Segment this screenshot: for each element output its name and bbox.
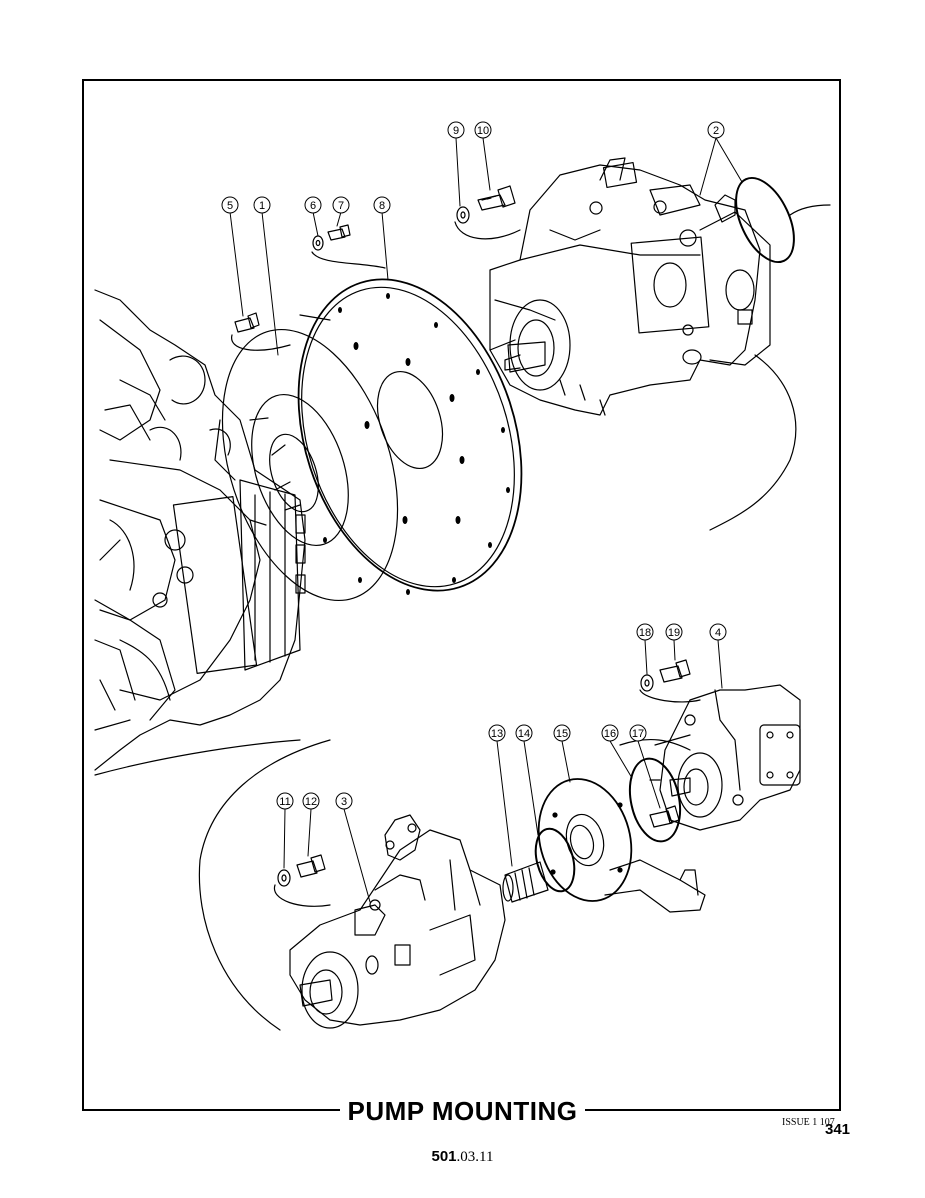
svg-text:18: 18 [639,627,651,639]
callout-8: 8 [373,196,391,214]
washer-part-11 [277,869,291,887]
diagram-title: PUMP MOUNTING [0,1093,925,1129]
callout-16: 16 [601,724,619,742]
svg-text:10: 10 [477,125,489,137]
leader-line [619,739,691,751]
callouts: 5 1 6 7 8 9 10 2 18 19 4 13 14 15 16 17 … [221,121,727,810]
callout-2: 2 [707,121,725,139]
svg-text:17: 17 [632,728,644,740]
leader-line [311,251,386,269]
pump-outline-line [789,204,831,216]
doc-ref-subsection: .03.11 [456,1149,494,1165]
svg-text:7: 7 [338,200,344,212]
svg-text:1: 1 [259,200,265,212]
svg-text:2: 2 [713,125,719,137]
leader-line [231,334,291,351]
flywheel-plate-part-8 [297,278,523,595]
callout-15: 15 [553,724,571,742]
page-number: 341 [825,1121,851,1138]
callout-3: 3 [335,792,353,810]
svg-text:8: 8 [379,200,385,212]
svg-text:19: 19 [668,627,680,639]
diagram-title-text: PUMP MOUNTING [339,1096,586,1126]
svg-text:16: 16 [604,728,616,740]
svg-text:11: 11 [279,796,290,808]
callout-9: 9 [447,121,465,139]
callout-13: 13 [488,724,506,742]
svg-text:15: 15 [556,728,568,740]
callout-14: 14 [515,724,533,742]
doc-ref-section: 501 [431,1148,457,1165]
callout-10: 10 [474,121,492,139]
bolt-part-10 [477,185,516,211]
bolt-part-17 [649,805,680,828]
engine-housing [94,289,306,771]
bolt-part-19 [659,659,691,683]
bolt-part-12 [296,854,326,878]
main-hydraulic-pump [489,157,771,416]
callout-12: 12 [302,792,320,810]
outline-arc [198,739,331,1031]
svg-text:5: 5 [227,200,233,212]
leader-line [273,884,331,907]
svg-text:4: 4 [715,627,721,639]
bolt-part-7 [327,224,351,241]
callout-11: 11 [276,792,294,810]
coupling-sleeve-part-13 [502,861,549,903]
o-ring-part-16 [628,757,682,843]
callout-17: 17 [629,724,647,742]
svg-text:6: 6 [310,200,316,212]
washer-part-18 [640,674,654,692]
leader-line [299,314,331,321]
callout-18: 18 [636,623,654,641]
washer-part-6 [312,235,324,251]
svg-text:9: 9 [453,125,459,137]
leader-line [639,689,701,703]
callout-5: 5 [221,196,239,214]
document-reference: 501.03.11 [0,1148,925,1166]
bolt-part-5 [234,312,260,333]
issue-label: ISSUE 1 107 [782,1117,835,1128]
pump-outline-line [709,354,797,531]
svg-text:12: 12 [305,796,317,808]
callout-6: 6 [304,196,322,214]
adaptor-plate-part-15 [537,778,706,913]
gear-pump-part-4 [649,684,801,831]
washer-part-9 [456,206,470,224]
o-ring-part-14 [534,827,576,893]
callout-19: 19 [665,623,683,641]
callout-7: 7 [332,196,350,214]
svg-text:3: 3 [341,796,347,808]
callout-1: 1 [253,196,271,214]
leader-line [454,221,521,240]
callout-4: 4 [709,623,727,641]
svg-text:13: 13 [491,728,503,740]
svg-text:14: 14 [518,728,530,740]
secondary-pump-part-3 [289,814,506,1029]
outline-arc [94,739,301,776]
callout-leaders [229,137,743,903]
o-ring-part-2 [735,176,795,264]
